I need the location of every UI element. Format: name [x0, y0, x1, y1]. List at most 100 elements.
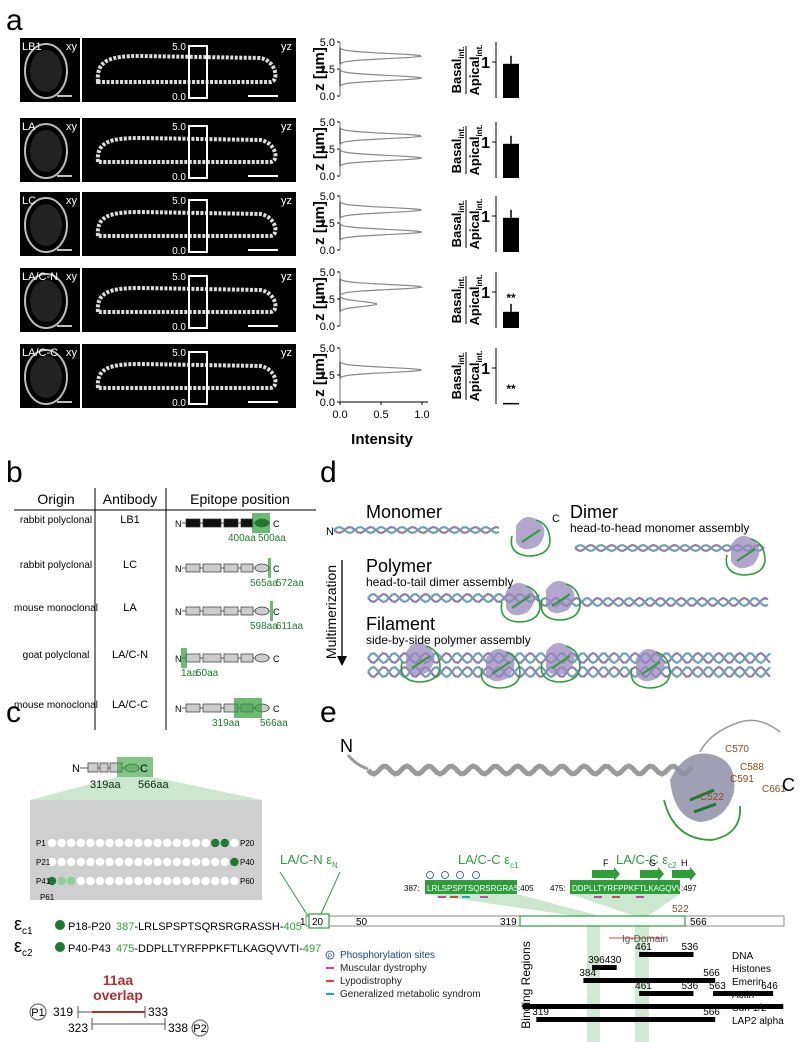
bar-tick-1: 1	[481, 361, 490, 378]
header-antibody: Antibody	[103, 491, 157, 507]
profile-ytick: 2.5	[320, 294, 335, 306]
svg-text:Basalint.: Basalint.	[449, 277, 466, 324]
profile-ytick: 2.5	[320, 218, 335, 230]
epitope-peptide: P18-P20	[68, 921, 111, 933]
cysteine-label: C588	[740, 762, 764, 773]
profile-ytick: 0.0	[320, 171, 335, 183]
profile-ylabel: z [µm]	[311, 127, 328, 171]
filament-ig-fold-3	[540, 642, 581, 683]
legend-label: Muscular dystrophy	[340, 963, 427, 974]
svg-text:Apicalint.: Apicalint.	[467, 198, 484, 249]
filament-label: Filament	[366, 614, 435, 634]
z-bottom-label: 0.0	[172, 172, 186, 183]
profile-ytick: 0.0	[320, 397, 335, 409]
peptide-spot	[115, 876, 124, 886]
seq1: LRLSPSPTSQRSRGRASSH	[427, 884, 530, 893]
peptide-spot	[95, 838, 105, 848]
basal-apical-bar: 1**Basalint.Apicalint.	[449, 272, 519, 328]
filament-ig-fold-2	[480, 648, 521, 689]
xy-image: LC xy	[20, 192, 80, 256]
overlap-num-333: 333	[148, 1005, 168, 1019]
ig-domain-label: Ig-Domain	[622, 934, 668, 945]
antibody-table: Origin Antibody Epitope position	[14, 488, 316, 730]
svg-text:Apicalint.: Apicalint.	[467, 274, 484, 325]
array-label: P60	[240, 877, 255, 886]
binding-end: 566	[703, 1007, 720, 1018]
seq2-end: :497	[681, 884, 697, 893]
z-top-label: 5.0	[172, 42, 186, 53]
peptide-spot	[201, 857, 210, 867]
row-name: LB1	[22, 41, 42, 53]
svg-text:N: N	[175, 654, 182, 664]
bar-number: 566	[690, 917, 707, 928]
row-origin: rabbit polyclonal	[20, 515, 92, 526]
peptide-spot	[211, 876, 220, 886]
polymer-ig-fold-2	[540, 580, 581, 621]
view-xy-label: xy	[66, 195, 78, 207]
peptide-spot	[47, 838, 57, 848]
binding-name: Actin	[732, 990, 754, 1001]
filament-sub: side-by-side polymer assembly	[366, 633, 531, 647]
z-profile: z [µm]5.02.50.0	[311, 37, 423, 103]
profile-ytick: 2.5	[320, 64, 335, 76]
svg-text:N: N	[175, 519, 182, 529]
peptide-spot	[220, 838, 229, 848]
svg-text:C: C	[273, 519, 280, 529]
array-label: P21	[36, 858, 51, 867]
epitope-end: 50aa	[196, 668, 219, 679]
binding-end: 430	[605, 955, 622, 966]
ratio-bar	[503, 402, 519, 405]
panel-label-c: c	[6, 696, 21, 729]
peptide-spot	[76, 876, 86, 886]
binding-name: Histones	[732, 964, 771, 975]
binding-row: Sun 1/2	[522, 1003, 784, 1014]
strand-label: H	[681, 858, 688, 868]
strand-arrow	[640, 867, 664, 881]
row-name: LC	[22, 195, 36, 207]
e-helix	[366, 763, 694, 777]
legend-swatch	[326, 993, 334, 995]
peptide-spot	[47, 876, 57, 886]
peptide-spot	[182, 838, 191, 848]
epitope-end: 611aa	[276, 621, 304, 632]
legend-swatch	[326, 980, 334, 982]
profile-xlabel: Intensity	[351, 431, 413, 448]
yz-image: 5.00.0yz	[82, 118, 296, 183]
peptide-spot	[76, 857, 86, 867]
panel-label-e: e	[320, 696, 337, 729]
row-name: LA/C-N	[22, 271, 58, 283]
binding-bar	[592, 965, 617, 970]
binding-start: 461	[635, 942, 652, 953]
array-label: P1	[36, 839, 46, 848]
polymer-label: Polymer	[366, 556, 432, 576]
yz-image: 5.00.0yz	[82, 38, 296, 103]
header-origin: Origin	[37, 491, 74, 507]
profile-xtick: 0.5	[373, 409, 388, 421]
row-antibody: LA/C-N	[112, 649, 148, 661]
peptide-spot	[230, 876, 239, 886]
polymer-helix-2	[539, 596, 769, 608]
z-top-label: 5.0	[172, 196, 186, 207]
bar-tick-1: 1	[481, 209, 490, 226]
ratio-bar	[503, 217, 519, 252]
svg-text:Apicalint.: Apicalint.	[467, 44, 484, 95]
z-top-label: 5.0	[172, 272, 186, 283]
bar-number: 1	[300, 917, 306, 928]
peptide-spot	[124, 857, 133, 867]
cysteine-label: C591	[730, 774, 754, 785]
binding-start: 384	[579, 968, 596, 979]
svg-text:C: C	[273, 607, 280, 617]
view-yz-label: yz	[281, 41, 292, 53]
peptide-spot	[172, 876, 181, 886]
array-label: P61	[40, 893, 55, 902]
peptide-spot	[220, 876, 229, 886]
